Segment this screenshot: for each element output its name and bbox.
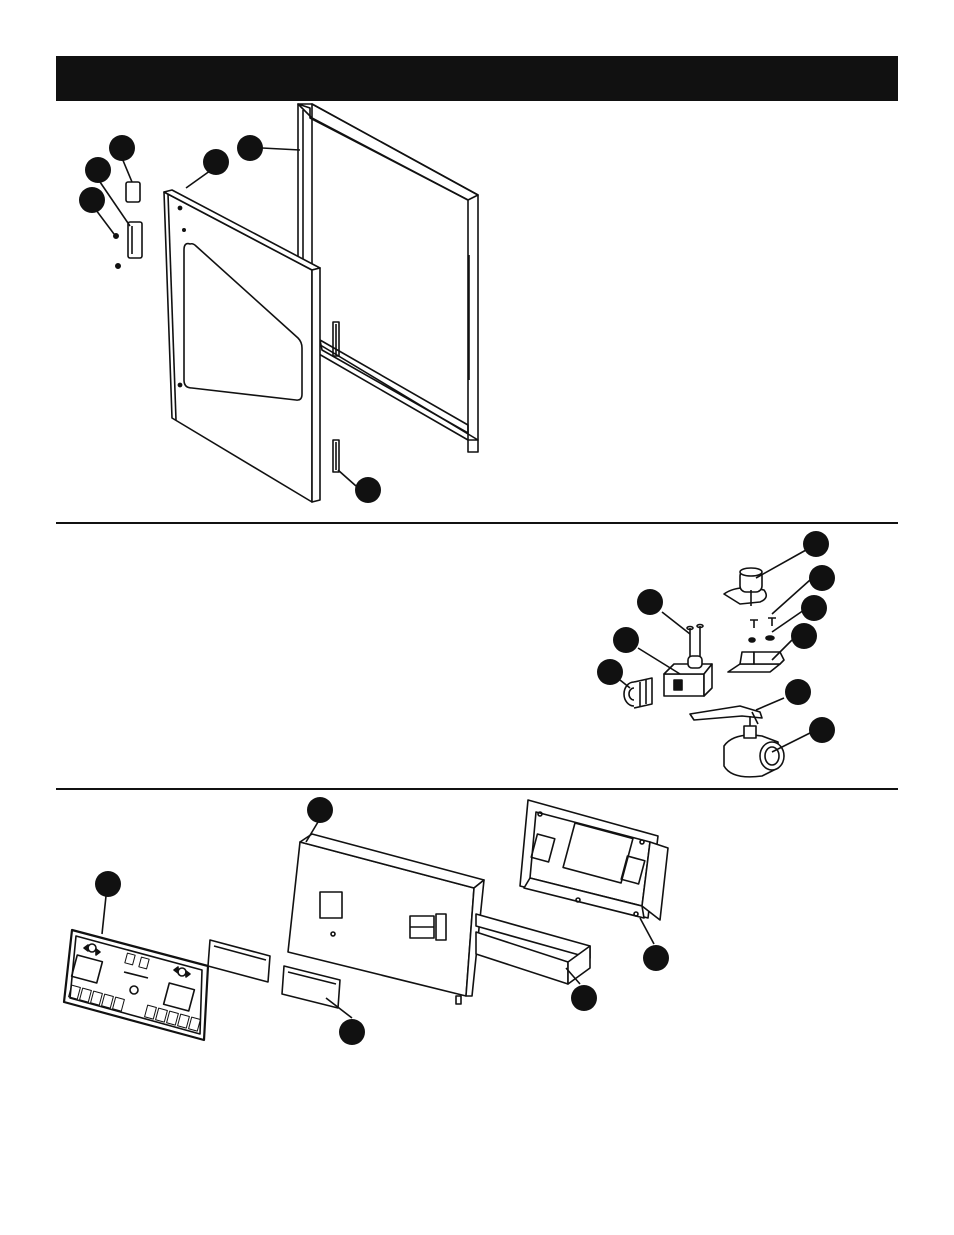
ball-valve — [724, 716, 784, 777]
actuator-motor — [724, 568, 766, 606]
door-hardware — [114, 182, 142, 268]
bracket-strip-left — [208, 940, 270, 982]
small-screws — [749, 618, 776, 642]
door-panel — [164, 190, 320, 502]
mounting-bracket — [728, 652, 784, 672]
support-rail — [476, 914, 590, 984]
control-pad — [64, 930, 208, 1040]
fitting — [624, 678, 652, 708]
switch-block — [664, 656, 712, 696]
door-frame — [298, 104, 478, 472]
valve-handle — [690, 706, 762, 724]
electrical-box — [520, 800, 668, 920]
